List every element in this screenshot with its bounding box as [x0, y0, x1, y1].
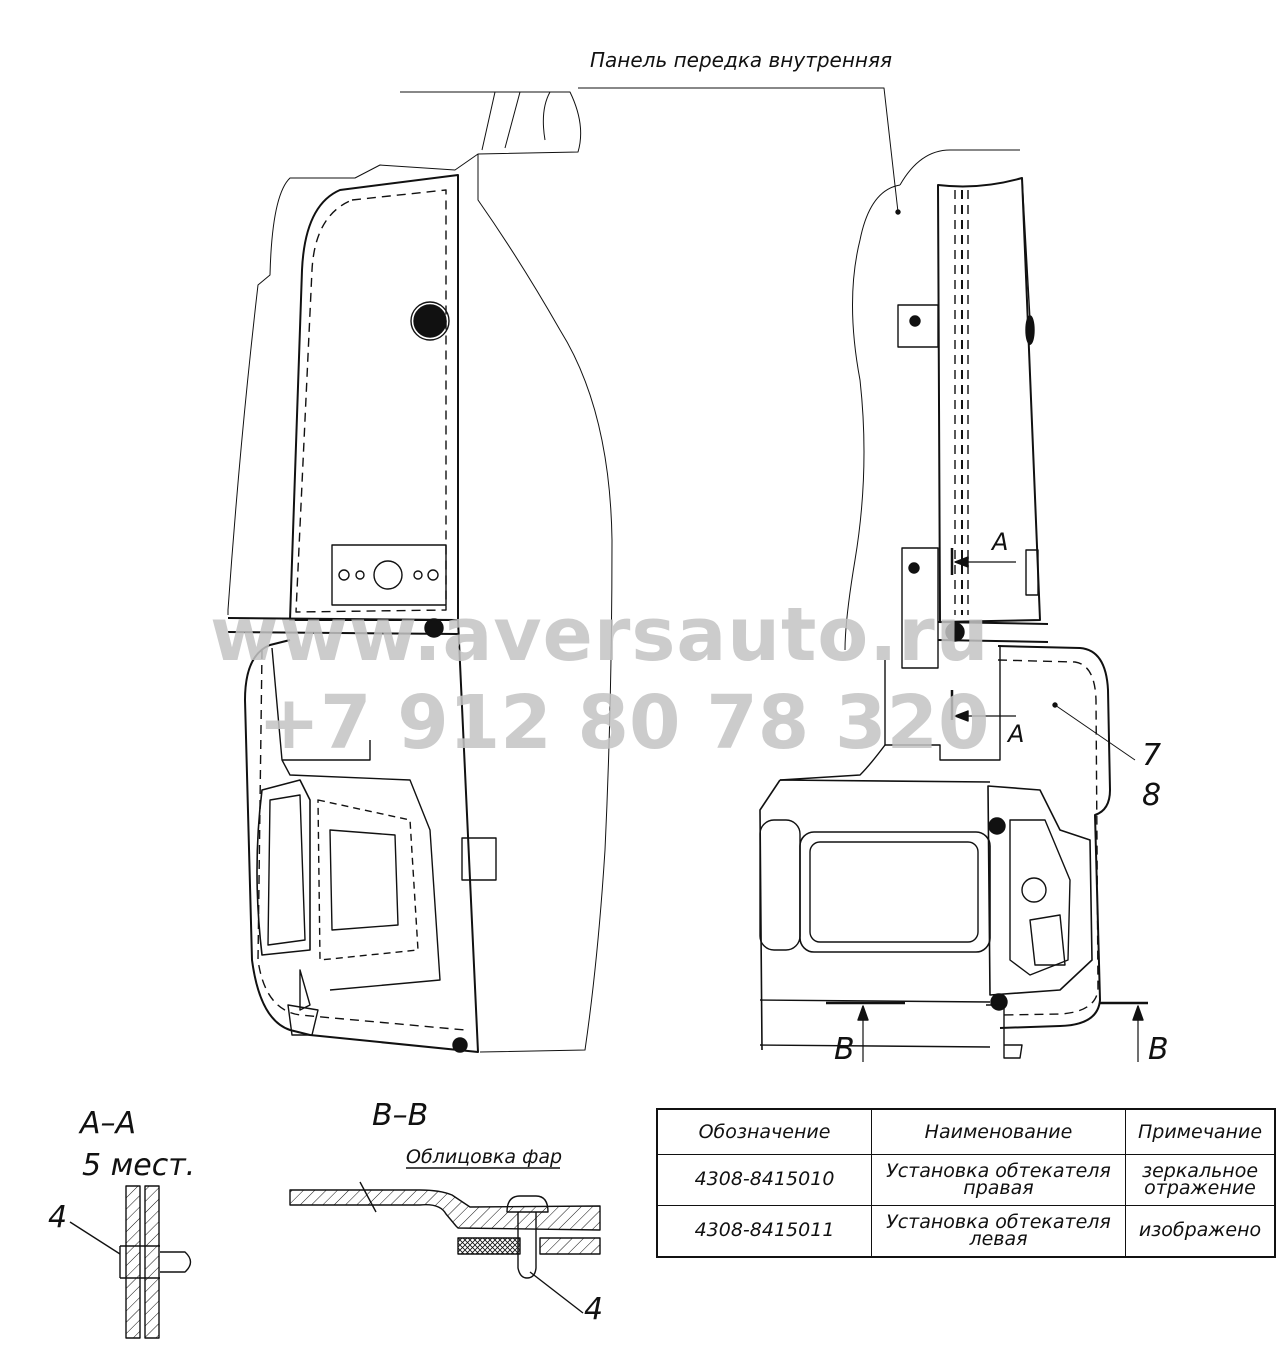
right-pillar: [937, 177, 1041, 623]
table-cell-note: зеркальное отражение: [1125, 1154, 1276, 1206]
table-cell-name: Установка обтекателя правая: [871, 1154, 1126, 1206]
right-inner-panel-outline: [844, 184, 901, 651]
label-part-7: 7: [1142, 738, 1162, 773]
table-header-name: Наименование: [871, 1108, 1126, 1155]
table-header-note: Примечание: [1125, 1108, 1276, 1155]
table-cell-note-line2: отражение: [1144, 1176, 1256, 1199]
left-bolt-upper: [413, 304, 447, 338]
left-view: [227, 91, 613, 1053]
section-aa-title: A–A: [80, 1106, 137, 1141]
left-headlight-recess: [256, 779, 311, 956]
left-cab-edge: [477, 154, 613, 1053]
left-mount-plate: [331, 544, 447, 606]
table-row: 4308-8415011 Установка обтекателя левая …: [656, 1204, 1276, 1258]
section-bb-title: B–B: [372, 1098, 429, 1133]
table-cell-name-line2: правая: [963, 1176, 1034, 1199]
section-bb-part-label: Облицовка фар: [406, 1146, 563, 1168]
table-row: 4308-8415010 Установка обтекателя правая…: [656, 1154, 1276, 1206]
table-cell-note-line1: зеркальное: [1141, 1159, 1259, 1182]
right-headlight: [987, 785, 1093, 996]
left-lower-inner: [271, 647, 441, 991]
left-fairing-dashed: [295, 189, 447, 613]
label-section-a-lower: A: [1008, 720, 1025, 748]
right-fairing-body: [997, 645, 1111, 1029]
table-cell-code: 4308-8415011: [656, 1204, 872, 1258]
table-cell-name: Установка обтекателя левая: [871, 1204, 1126, 1258]
section-bb: [289, 1167, 601, 1314]
table-header-code: Обозначение: [656, 1108, 872, 1155]
specification-table: Обозначение Наименование Примечание 4308…: [656, 1108, 1276, 1258]
label-part-8: 8: [1142, 778, 1162, 813]
section-aa: [69, 1185, 192, 1339]
right-lower-grille: [759, 779, 991, 1051]
left-frame-band: [227, 617, 459, 635]
left-fairing-panel: [289, 174, 459, 621]
table-cell-note-line1: изображено: [1138, 1219, 1262, 1242]
label-section-a-upper: A: [992, 528, 1009, 556]
label-section-b-left: B: [834, 1032, 855, 1067]
table-cell-note: изображено: [1125, 1204, 1276, 1258]
section-bb-panel: [289, 1189, 601, 1231]
label-section-b-right: B: [1148, 1032, 1169, 1067]
section-bb-callout: 4: [584, 1292, 604, 1327]
table-cell-name-line1: Установка обтекателя: [886, 1159, 1111, 1182]
left-lower-body: [244, 619, 479, 1053]
left-lower-dashed: [257, 649, 466, 1031]
label-inner-front-panel: Панель передка внутренняя: [590, 48, 893, 72]
section-aa-callout: 4: [48, 1200, 68, 1235]
table-cell-name-line1: Установка обтекателя: [886, 1210, 1111, 1233]
right-leader-line: [578, 87, 899, 213]
section-bb-rivet: [506, 1195, 549, 1213]
table-cell-code: 4308-8415010: [656, 1154, 872, 1206]
left-cab-outline: [227, 91, 582, 615]
section-aa-count: 5 мест.: [82, 1148, 196, 1183]
table-cell-name-line2: левая: [969, 1227, 1028, 1250]
watermark-url: www.aversauto.ru: [210, 592, 990, 678]
right-view: [578, 87, 1148, 1062]
watermark-phone: +7 912 80 78 320: [258, 680, 990, 766]
table-header-row: Обозначение Наименование Примечание: [656, 1108, 1276, 1155]
left-window-lines: [481, 91, 551, 151]
